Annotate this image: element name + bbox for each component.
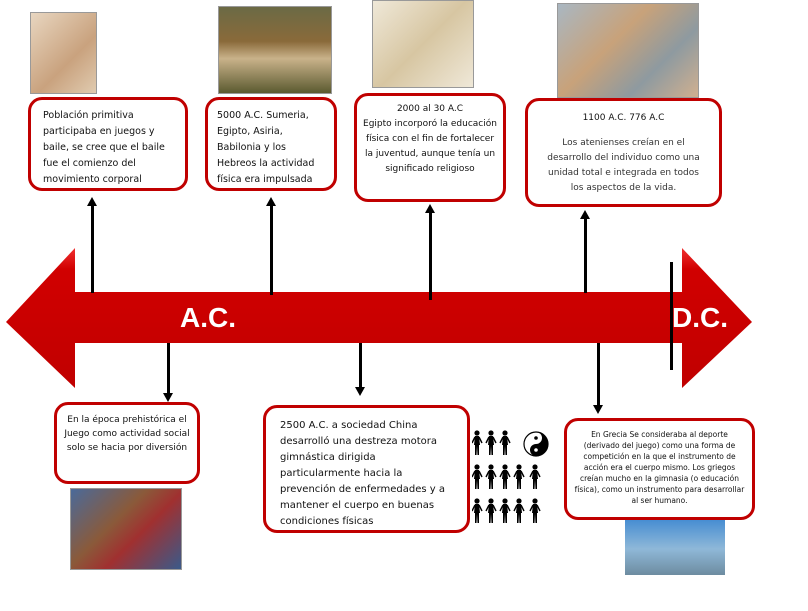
dc-label: D.C. (672, 302, 728, 333)
event-text: En Grecia Se consideraba al deporte (der… (574, 430, 745, 505)
yin-yang-icon (523, 431, 549, 457)
hoplite-soldiers-image (218, 6, 332, 94)
connector-line (91, 205, 94, 293)
connector-line (584, 218, 587, 293)
cave-painting-image (30, 12, 97, 94)
event-box-egypt: 2000 al 30 A.C Egipto incorporó la educa… (354, 93, 506, 202)
event-box-greece: En Grecia Se consideraba al deporte (der… (564, 418, 755, 520)
event-date: 2000 al 30 A.C (396, 104, 464, 114)
tai-chi-silhouettes-image (472, 430, 549, 524)
event-box-prehistoric-dance: Población primitiva participaba en juego… (28, 97, 188, 191)
connector-line (270, 205, 273, 295)
connector-line (359, 343, 362, 387)
event-text: En la época prehistórica el Juego como a… (64, 415, 190, 453)
event-text: Los atenienses creían en el desarrollo d… (547, 138, 700, 193)
arrowhead-up-icon (580, 210, 590, 219)
arrowhead-up-icon (266, 197, 276, 206)
arrowhead-down-icon (355, 387, 365, 396)
connector-line (597, 343, 600, 405)
event-text: Egipto incorporó la educación física con… (363, 119, 497, 174)
event-text: Población primitiva participaba en juego… (43, 110, 165, 185)
arrowhead-down-icon (593, 405, 603, 414)
event-box-5000ac: 5000 A.C. Sumeria, Egipto, Asiria, Babil… (205, 97, 337, 191)
greek-athletes-image (557, 3, 699, 98)
connector-line (167, 343, 170, 393)
arrowhead-down-icon (163, 393, 173, 402)
medieval-game-image (70, 488, 182, 570)
greek-statue-image (625, 510, 725, 575)
arrowhead-up-icon (425, 204, 435, 213)
timeline-arrow (6, 248, 752, 388)
era-divider-line (670, 262, 673, 370)
event-date: 1100 A.C. 776 A.C (582, 113, 665, 123)
connector-line (429, 212, 432, 300)
event-box-athens: 1100 A.C. 776 A.C Los atenienses creían … (525, 98, 722, 207)
event-text: 2500 A.C. a sociedad China desarrolló un… (280, 420, 445, 527)
egyptian-wrestlers-image (372, 0, 474, 88)
event-text: 5000 A.C. Sumeria, Egipto, Asiria, Babil… (217, 110, 315, 185)
ac-label: A.C. (180, 302, 236, 333)
arrowhead-up-icon (87, 197, 97, 206)
event-box-prehistoric-game: En la época prehistórica el Juego como a… (54, 402, 200, 484)
event-box-china: 2500 A.C. a sociedad China desarrolló un… (263, 405, 470, 533)
